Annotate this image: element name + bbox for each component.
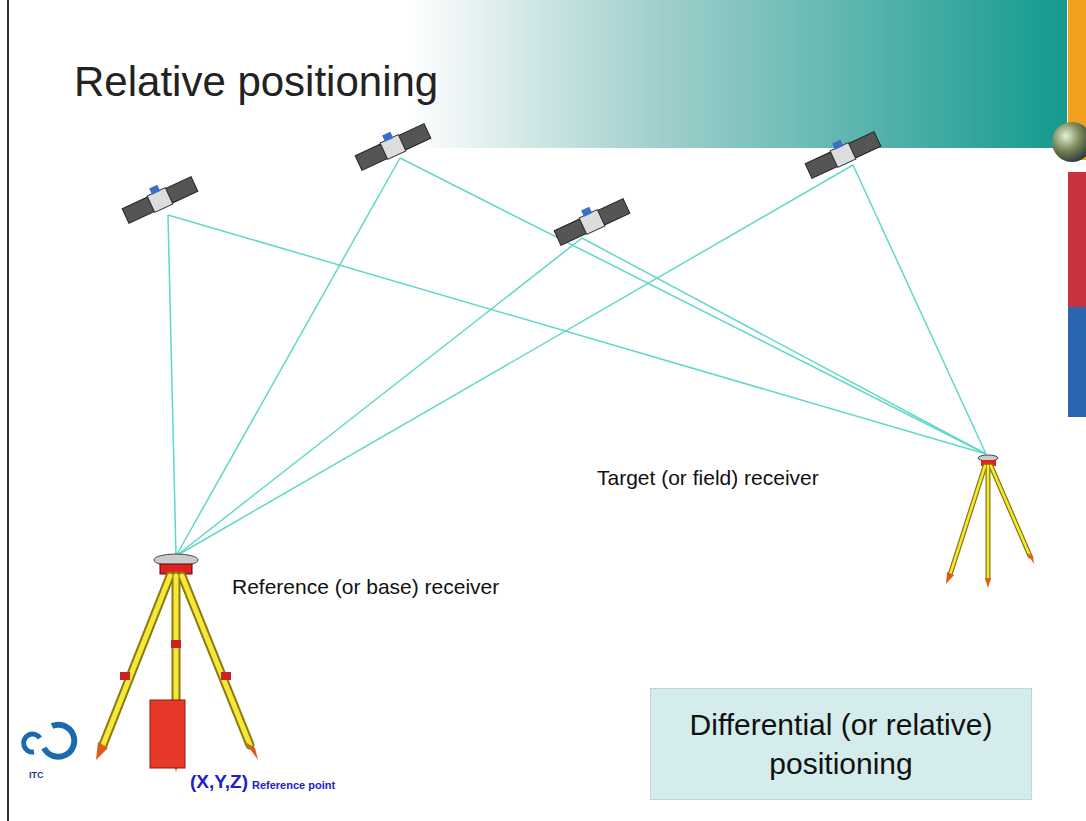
receiver-label: Reference (or base) receiver (232, 575, 499, 599)
satellite (122, 177, 198, 224)
side-bar (1068, 172, 1086, 307)
box-text: Differential (or relative) positioning (665, 705, 1017, 783)
itc-logo (24, 725, 75, 757)
coordinate-label: (X,Y,Z) (190, 771, 248, 793)
slide-edge (7, 0, 9, 821)
header-band (55, 0, 1067, 148)
globe-icon (1052, 122, 1086, 162)
point-label: Reference point (252, 779, 335, 791)
logo-text: ITC (29, 770, 44, 780)
satellite (805, 132, 881, 179)
slide-title: Relative positioning (74, 58, 438, 106)
satellite (355, 124, 431, 171)
target-tripod (946, 455, 1034, 588)
side-bar (1068, 307, 1086, 417)
signal-lines (168, 158, 986, 556)
receiver-label: Target (or field) receiver (597, 466, 819, 490)
caption-box: Differential (or relative) positioning (650, 688, 1032, 800)
satellite (554, 199, 630, 246)
